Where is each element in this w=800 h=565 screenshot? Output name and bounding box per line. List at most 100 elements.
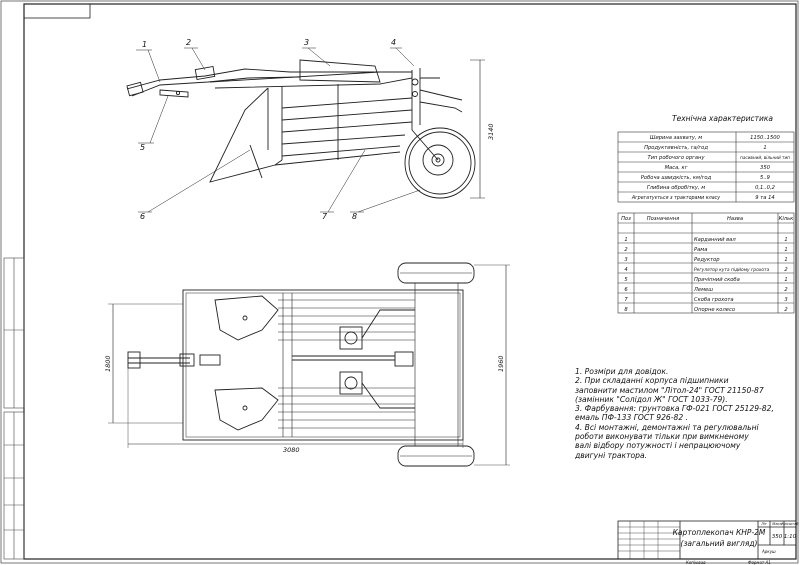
title-block-grid (617, 520, 797, 560)
grate-rods (281, 97, 413, 157)
side-view (126, 47, 485, 213)
dim-width-inner: 1800 (104, 355, 112, 372)
spec-qty-3: 2 (784, 267, 787, 273)
callout-7: 7 (322, 212, 328, 221)
gear-box-bottom (339, 371, 363, 395)
angle-regulator (419, 77, 463, 113)
plan-view (108, 262, 510, 467)
spec-qty-2: 1 (784, 257, 787, 263)
spec-name-4: Причіпний скоба (694, 277, 740, 283)
spec-qty-4: 1 (784, 277, 787, 283)
note-line-9: валі відбору потужності і непрацюючому (575, 441, 741, 451)
spec-name-5: Лемеш (693, 287, 713, 293)
dimension-labels: 3140 1800 1960 3080 (104, 123, 505, 454)
tech-table-text: Ширина захвату, м 1150..1500 Продуктивні… (631, 135, 790, 201)
spec-qty-6: 3 (784, 297, 787, 303)
tech-value-6: 9 та 14 (755, 195, 774, 201)
spec-pos-6: 7 (624, 297, 628, 303)
callout-labels: 1 2 3 4 5 6 7 8 (140, 38, 396, 221)
spec-header-designation: Позначення (647, 216, 680, 222)
tech-name-3: Маса, кг (665, 165, 688, 171)
tech-name-2: Тип робочого органу (647, 155, 705, 161)
tech-table-grid (617, 131, 795, 203)
tech-name-5: Глибина обробітку, м (647, 185, 705, 191)
title-block-text: Картоплекопач КНР-2М (загальний вигляд) … (673, 522, 800, 565)
notes-block: 1. Розміри для довідок. 2. При складанні… (575, 367, 795, 460)
spec-header-qty: Кільк (779, 216, 794, 222)
callout-2: 2 (186, 38, 191, 47)
spec-pos-3: 4 (624, 267, 627, 273)
tech-table-title: Технічна характеристика (672, 114, 773, 123)
tech-name-6: Агрегатується з тракторами класу (631, 195, 720, 201)
note-line-5: 3. Фарбування: грунтовка ГФ-021 ГОСТ 251… (575, 404, 774, 414)
share-top (214, 295, 279, 341)
spec-table-text: Поз Позначення Назва Кільк 1 Карданний в… (621, 216, 794, 313)
bottom-left-label: Копіював (686, 560, 706, 565)
spec-pos-2: 3 (624, 257, 627, 263)
left-margin-stamp (3, 257, 25, 560)
share-bottom (214, 387, 279, 431)
tech-name-0: Ширина захвату, м (650, 135, 702, 141)
spec-pos-1: 2 (624, 247, 627, 253)
hitch-bracket (159, 89, 189, 98)
spec-name-1: Рама (694, 247, 707, 253)
spec-name-7: Опорне колесо (694, 307, 735, 313)
note-line-2: 2. При складанні корпуса підшипники (575, 376, 729, 386)
spec-pos-0: 1 (624, 237, 627, 243)
tech-name-1: Продуктивність, га/год (644, 145, 708, 151)
tech-name-4: Робоча швидкість, км/год (641, 175, 712, 181)
dim-height-side: 3140 (487, 123, 495, 140)
gearbox (299, 59, 381, 83)
callout-6: 6 (140, 212, 145, 221)
tech-value-0: 1150..1500 (750, 135, 780, 141)
sheet-frame (23, 3, 797, 560)
plan-grate (278, 293, 415, 437)
central-gearbox (394, 351, 414, 367)
note-line-10: двигуні трактора. (575, 450, 648, 460)
tech-value-5: 0,1..0,2 (755, 185, 775, 191)
note-line-7: 4. Всі монтажні, демонтажні та регулювал… (575, 422, 759, 432)
header-mass: Маса (772, 522, 781, 526)
spec-pos-5: 6 (624, 287, 628, 293)
spec-pos-4: 5 (624, 277, 628, 283)
cardan-shaft-plan (128, 357, 190, 364)
dim-length-plan: 3080 (283, 446, 300, 454)
drawing-name-line2: (загальний вигляд) (681, 539, 758, 548)
bottom-right-label: Формат A1 (748, 560, 771, 565)
spec-qty-0: 1 (784, 237, 787, 243)
wheel-bottom (397, 445, 475, 467)
spec-pos-7: 8 (624, 307, 628, 313)
spec-name-3: Регулятор кута підйому грохота (694, 267, 770, 273)
spec-qty-1: 1 (784, 247, 787, 253)
note-line-4: (замінник "Солідол Ж" ГОСТ 1033-79). (575, 394, 728, 404)
top-left-code-box (23, 3, 91, 19)
note-line-1: 1. Розміри для довідок. (575, 367, 669, 376)
callout-3: 3 (304, 38, 309, 47)
sheet-label: Аркуш (761, 549, 776, 554)
plan-frame (182, 289, 464, 441)
tech-value-4: 5..9 (760, 175, 770, 181)
cardan-shaft (126, 68, 380, 90)
drawing-name-line1: Картоплекопач КНР-2М (673, 528, 766, 537)
spec-header-name: Назва (727, 216, 743, 222)
gear-box-top (339, 326, 363, 350)
spec-name-6: Скоба грохота (694, 297, 734, 303)
callout-4: 4 (391, 38, 396, 47)
scale-value: 1:10 (784, 534, 797, 540)
header-lit: Літ (760, 522, 768, 526)
dim-width-outer: 1960 (497, 355, 505, 372)
tech-value-1: 1 (763, 145, 766, 151)
spec-header-pos: Поз (621, 216, 631, 222)
note-line-3: заповнити мастилом "Літол-24" ГОСТ 21150… (575, 385, 764, 395)
spec-qty-5: 2 (784, 287, 787, 293)
callout-5: 5 (140, 143, 145, 152)
spec-table-grid (617, 212, 795, 314)
note-line-8: роботи виконувати тільки при вимкненому (575, 432, 749, 442)
callout-1: 1 (142, 40, 147, 49)
header-scale: Масштаб (781, 522, 799, 526)
share-blade (209, 87, 283, 183)
tech-value-3: 350 (760, 165, 771, 171)
note-line-6: емаль ПФ-133 ГОСТ 926-82 . (575, 413, 688, 423)
